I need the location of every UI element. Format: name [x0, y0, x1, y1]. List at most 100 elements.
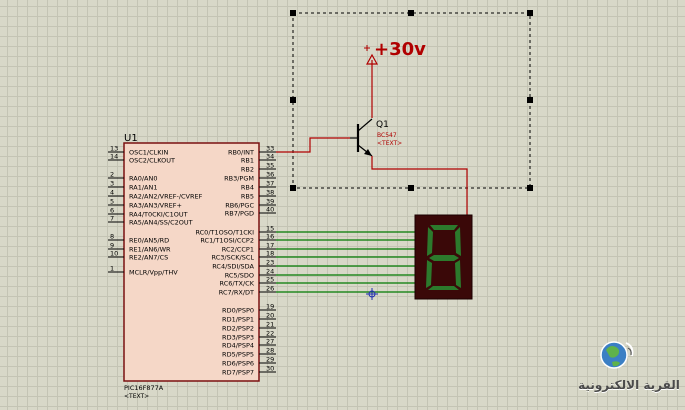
- pin-number: 23: [266, 259, 274, 267]
- display-digit: 8: [0, 0, 1, 1]
- transistor-text: <TEXT>: [377, 140, 402, 147]
- pin-name: RC5/SDO: [225, 272, 254, 280]
- wires-green: [276, 231, 417, 293]
- transistor-q1[interactable]: Q1 BC547 <TEXT>: [350, 118, 402, 157]
- pin-number: 24: [266, 268, 274, 276]
- pin-number: 3: [110, 180, 114, 188]
- pin-name: RA5/AN4/SS/C2OUT: [129, 219, 193, 227]
- probe-marker[interactable]: [366, 288, 378, 300]
- pin-name: RA4/T0CKI/C1OUT: [129, 211, 188, 219]
- pin-name: RD3/PSP3: [222, 334, 254, 342]
- pin-name: RD2/PSP2: [222, 325, 254, 333]
- selection-handle[interactable]: [527, 97, 533, 103]
- pin-name: RB3/PGM: [224, 175, 254, 183]
- transistor-ref: Q1: [376, 120, 389, 130]
- pin-number: 34: [266, 153, 274, 161]
- selection-box[interactable]: [290, 10, 533, 191]
- power-terminal[interactable]: +30v: [364, 39, 426, 118]
- pin-name: RC7/RX/DT: [219, 289, 254, 297]
- pin-name: RC2/CCP1: [222, 246, 254, 254]
- pin-number: 4: [110, 189, 114, 197]
- pin-number: 36: [266, 171, 274, 179]
- selection-handle[interactable]: [290, 185, 296, 191]
- pin-number: 9: [110, 242, 114, 250]
- watermark-logo: [600, 341, 634, 369]
- selection-handle[interactable]: [408, 185, 414, 191]
- pin-name: RB1: [241, 157, 254, 165]
- pin-name: RB2: [241, 166, 254, 174]
- selection-handle[interactable]: [408, 10, 414, 16]
- pin-name: OSC2/CLKOUT: [129, 157, 175, 165]
- seven-segment-display[interactable]: 8: [0, 0, 473, 300]
- pin-number: 2: [110, 171, 114, 179]
- pin-number: 1: [110, 265, 114, 273]
- pin-number: 30: [266, 365, 274, 373]
- pin-number: 37: [266, 180, 274, 188]
- pin-name: RC3/SCK/SCL: [212, 254, 255, 262]
- pin-name: RA2/AN2/VREF-/CVREF: [129, 193, 203, 201]
- pin-number: 22: [266, 330, 274, 338]
- pin-name: RB5: [241, 193, 254, 201]
- pin-number: 19: [266, 303, 274, 311]
- ic-part: PIC16F877A: [124, 384, 164, 392]
- wires-red: [276, 137, 468, 218]
- pin-name: MCLR/Vpp/THV: [129, 269, 178, 277]
- selection-handle[interactable]: [527, 10, 533, 16]
- pin-name: RD0/PSP0: [222, 307, 254, 315]
- pin-number: 5: [110, 198, 114, 206]
- selection-handle[interactable]: [290, 10, 296, 16]
- pin-name: RC6/TX/CK: [220, 280, 255, 288]
- pin-number: 29: [266, 356, 274, 364]
- pin-number: 33: [266, 145, 274, 153]
- pin-number: 6: [110, 207, 114, 215]
- pin-number: 21: [266, 321, 274, 329]
- pin-number: 7: [110, 215, 114, 223]
- selection-handle[interactable]: [290, 97, 296, 103]
- pin-number: 35: [266, 162, 274, 170]
- pin-name: RD4/PSP4: [222, 342, 254, 350]
- pin-number: 15: [266, 225, 274, 233]
- selection-handle[interactable]: [527, 185, 533, 191]
- pin-number: 20: [266, 312, 274, 320]
